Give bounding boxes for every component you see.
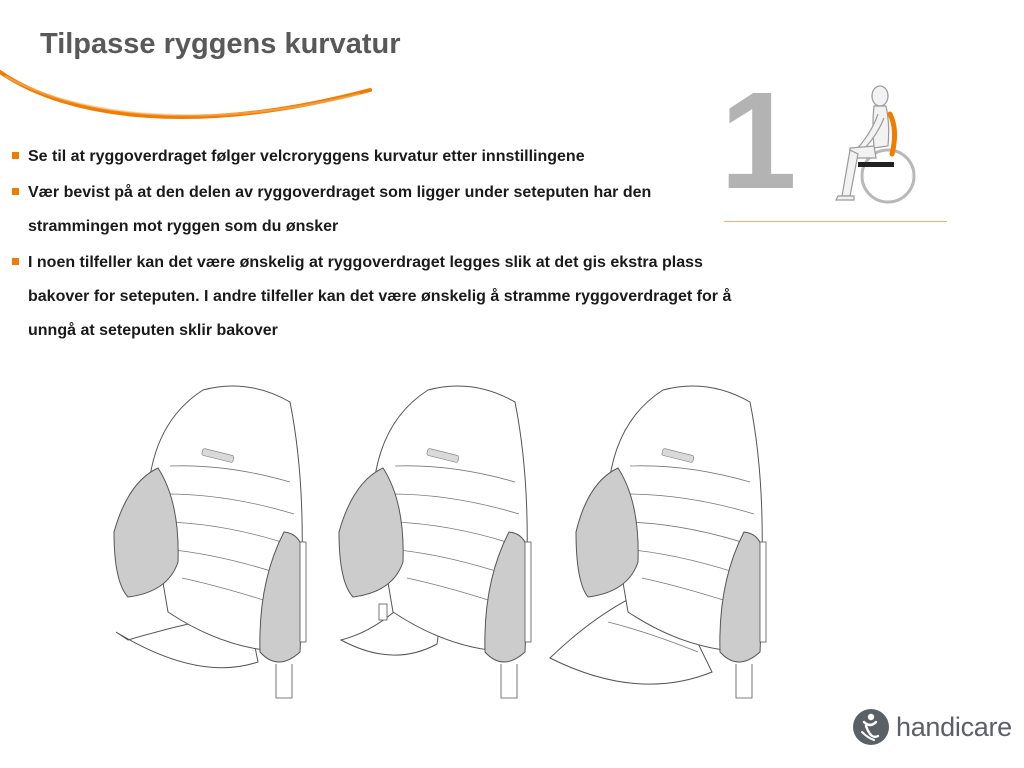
slide-title: Tilpasse ryggens kurvatur <box>40 28 401 60</box>
orange-square-bullet-icon <box>12 188 19 195</box>
orange-square-bullet-icon <box>12 152 19 159</box>
brand-name: handicare <box>896 711 1012 742</box>
bullet-item: Vær bevist på at den delen av ryggoverdr… <box>12 176 742 244</box>
seat-back-illustration <box>549 385 767 699</box>
bullet-list: Se til at ryggoverdraget følger velcrory… <box>12 140 742 348</box>
bullet-item: I noen tilfeller kan det være ønskelig a… <box>12 246 742 348</box>
bullet-text: I noen tilfeller kan det være ønskelig a… <box>28 254 732 339</box>
seat-back-illustration <box>338 385 532 699</box>
bullet-item: Se til at ryggoverdraget følger velcrory… <box>12 140 742 174</box>
handicare-logo-icon <box>853 709 889 745</box>
handicare-logo: handicare <box>852 708 1012 746</box>
seat-back-illustration <box>113 385 307 699</box>
seated-person-in-wheelchair-icon <box>835 85 916 204</box>
bullet-text: Vær bevist på at den delen av ryggoverdr… <box>28 184 652 235</box>
bullet-text: Se til at ryggoverdraget følger velcrory… <box>28 148 585 165</box>
orange-square-bullet-icon <box>12 258 19 265</box>
divider-line <box>724 221 947 222</box>
step-number: 1 <box>720 64 797 218</box>
orange-swoosh-decoration <box>0 70 372 119</box>
